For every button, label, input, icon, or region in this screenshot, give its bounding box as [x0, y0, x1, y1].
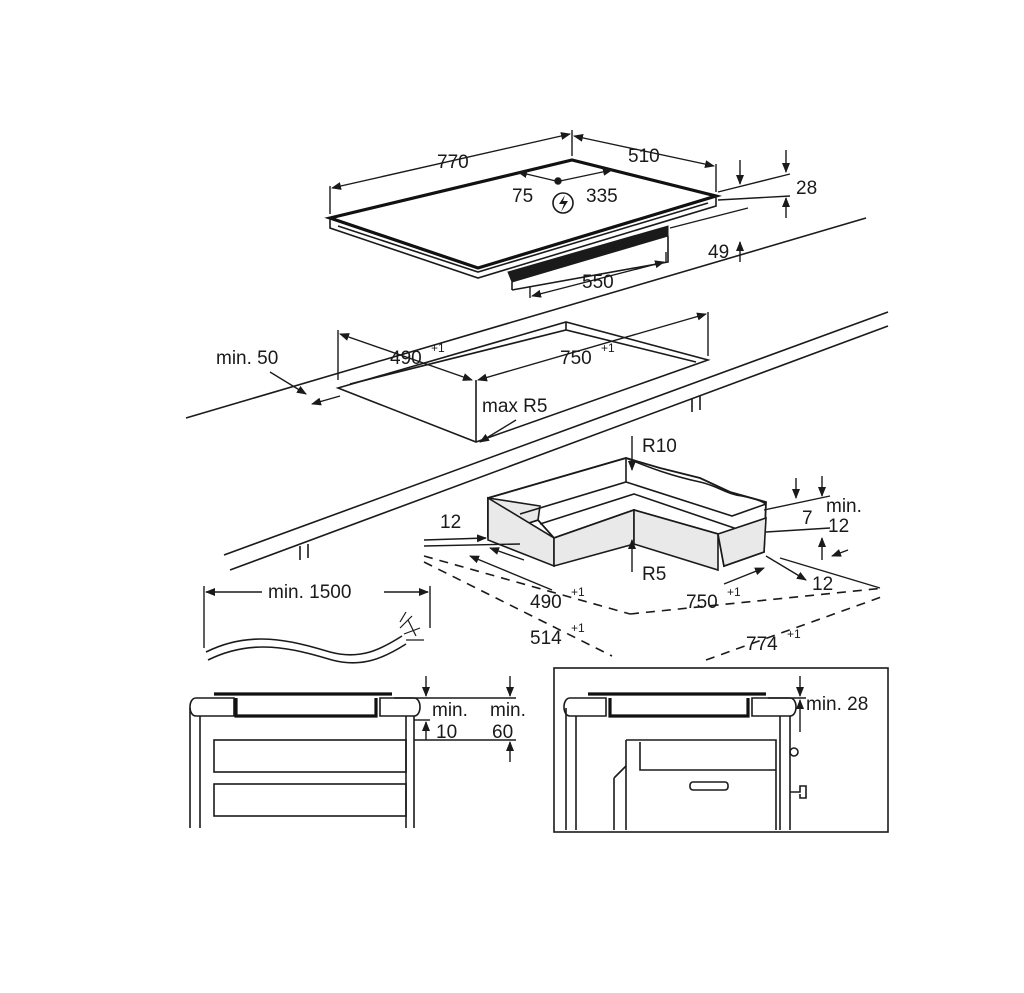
frame-outer-dashed-outline — [423, 555, 885, 661]
dimension-frame-outer: 514 +1 774 +1 — [530, 621, 801, 655]
oven-installation-frame — [553, 667, 889, 833]
dimension-box-width: 550 — [529, 252, 667, 298]
rebate-depth-label: 7 — [802, 508, 813, 529]
inner-radius-label: R5 — [642, 564, 666, 585]
dimension-hob-depth: 510 — [573, 133, 717, 192]
dimension-rebate-left: 12 — [423, 512, 521, 547]
connection-offset-x-label: 75 — [512, 186, 533, 207]
lightning-bolt-glyph — [559, 195, 568, 212]
installation-drawer-drawing: min. 10 min. 60 — [189, 676, 526, 828]
cutout-width-label: 750 — [560, 348, 592, 369]
frame-outer-width-label: 774 — [746, 634, 778, 655]
dimension-rebate-depth: 7 min. 12 — [763, 476, 862, 560]
dimension-hob-thickness: 28 — [717, 150, 817, 218]
connection-offset-y-label: 335 — [586, 186, 618, 207]
frame-cutout-drawing — [487, 457, 767, 572]
hob-width-label: 770 — [437, 152, 469, 173]
frame-inner-width-tolerance: +1 — [727, 585, 741, 599]
frame-outer-depth-label: 514 — [530, 628, 562, 649]
hob-thickness-label: 28 — [796, 178, 817, 199]
frame-outer-depth-tolerance: +1 — [571, 621, 585, 635]
hob-depth-label: 510 — [628, 146, 660, 167]
dimension-cutout-width: 750 +1 — [477, 312, 709, 382]
drawer-gap-label-1: min. — [432, 700, 468, 721]
min-thickness-value: 12 — [828, 516, 849, 537]
dimension-connection-position: 75 335 — [512, 167, 618, 214]
cutout-width-tolerance: +1 — [601, 341, 615, 355]
drawer-gap-value-1: 10 — [436, 722, 457, 743]
outer-radius-label: R10 — [642, 436, 677, 457]
dimension-min-wall-distance: min. 50 — [216, 348, 341, 406]
cable-length-label: min. 1500 — [268, 582, 351, 603]
installation-oven-drawing: min. 28 — [553, 667, 889, 833]
rebate-left-label: 12 — [440, 512, 461, 533]
dimension-cutout-depth: 490 +1 — [337, 330, 473, 381]
box-width-label: 550 — [582, 272, 614, 293]
annotation-corner-radius: max R5 — [479, 396, 547, 443]
corner-radius-label: max R5 — [482, 396, 547, 417]
oven-gap-label: min. 28 — [806, 694, 868, 715]
drawer-gap-value-2: 60 — [492, 722, 513, 743]
min-wall-distance-label: min. 50 — [216, 348, 278, 369]
annotation-inner-radius: R5 — [628, 539, 666, 585]
dimension-frame-inner: 490 +1 750 +1 — [469, 547, 765, 613]
frame-inner-width-label: 750 — [686, 592, 718, 613]
cutout-depth-label: 490 — [390, 348, 422, 369]
rebate-right-label: 12 — [812, 574, 833, 595]
frame-outer-width-tolerance: +1 — [787, 627, 801, 641]
cutout-depth-tolerance: +1 — [431, 341, 445, 355]
cable-drawing: min. 1500 — [203, 582, 431, 664]
hob-drawing — [324, 158, 723, 291]
lightning-bolt-icon — [552, 192, 574, 214]
min-thickness-label: min. — [826, 496, 862, 517]
frame-inner-depth-label: 490 — [530, 592, 562, 613]
dimension-rebate-right: 12 — [765, 555, 881, 595]
dimension-hob-width: 770 — [329, 130, 573, 214]
drawer-gap-label-2: min. — [490, 700, 526, 721]
box-height-label: 49 — [708, 242, 729, 263]
annotation-outer-radius: R10 — [628, 436, 677, 471]
dimension-box-height: 49 — [669, 207, 749, 263]
cutout-drawing — [335, 321, 711, 443]
frame-inner-depth-tolerance: +1 — [571, 585, 585, 599]
